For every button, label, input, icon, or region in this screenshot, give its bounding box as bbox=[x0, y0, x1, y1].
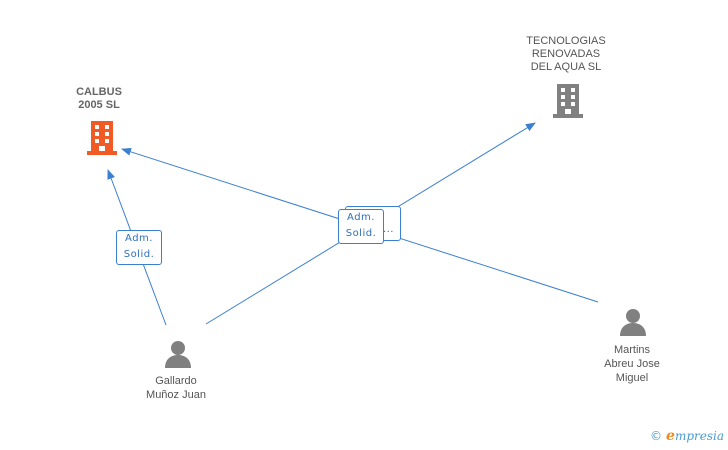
company-label-calbus: CALBUS 2005 SL bbox=[60, 86, 138, 112]
person-name-line3: Miguel bbox=[615, 372, 649, 384]
person-icon[interactable] bbox=[618, 308, 648, 336]
company-name-line2: RENOVADAS bbox=[531, 48, 601, 60]
brand-initial: e bbox=[666, 428, 675, 444]
edge-role-line2: Solid. bbox=[123, 249, 155, 260]
person-icon[interactable] bbox=[163, 340, 193, 368]
person-name-line1: Gallardo bbox=[155, 375, 197, 387]
edge-label-gallardo-calbus[interactable]: Adm. Solid. bbox=[116, 230, 162, 265]
edge-label-stacked-front[interactable]: Adm. Solid. bbox=[338, 209, 384, 244]
copyright-symbol: © bbox=[650, 429, 663, 443]
edge-role-line2: Solid. bbox=[345, 228, 377, 239]
company-name-line3: DEL AQUA SL bbox=[530, 61, 602, 73]
edge-role-line1: Adm. bbox=[347, 212, 375, 223]
person-name-line2: Muñoz Juan bbox=[146, 389, 206, 401]
company-name-line2: 2005 SL bbox=[78, 99, 120, 111]
person-label-martins: Martins Abreu Jose Miguel bbox=[588, 343, 676, 385]
building-icon[interactable] bbox=[552, 84, 584, 118]
person-name-line2: Abreu Jose bbox=[604, 358, 660, 370]
company-label-tecnologias: TECNOLOGIAS RENOVADAS DEL AQUA SL bbox=[515, 35, 617, 74]
edge-role-line1: Adm. bbox=[125, 233, 153, 244]
company-name-line1: CALBUS bbox=[76, 86, 122, 98]
brand-name: mpresia bbox=[674, 429, 724, 443]
company-name-line1: TECNOLOGIAS bbox=[526, 35, 606, 47]
person-label-gallardo: Gallardo Muñoz Juan bbox=[132, 374, 220, 402]
edge-label-ellipsis: ... bbox=[382, 224, 394, 235]
empresia-watermark: ©empresia bbox=[650, 428, 724, 444]
person-name-line1: Martins bbox=[613, 344, 651, 356]
building-icon[interactable] bbox=[86, 121, 118, 155]
